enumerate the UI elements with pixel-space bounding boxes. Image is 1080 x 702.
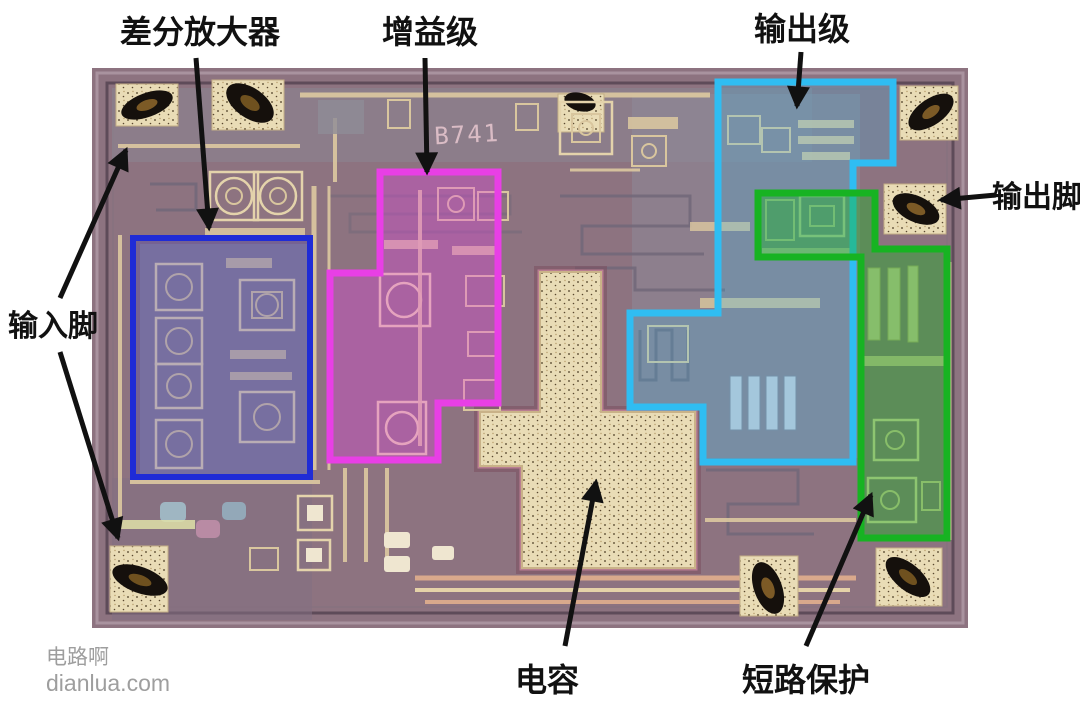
watermark-sitename: 电路啊 (46, 646, 109, 669)
short-protection-label: 短路保护 (742, 662, 870, 698)
output-stage-label: 输出级 (754, 11, 850, 47)
watermark: 电路啊 dianlua.com (46, 646, 170, 696)
diff-amp-label: 差分放大器 (120, 14, 281, 50)
input-transistor-structures (205, 170, 305, 238)
chip-marking-text: B741 (434, 119, 501, 150)
short-protection-arrow (803, 491, 874, 647)
input-pin-arrow-bottom (57, 351, 124, 542)
diff-amp-region-outline (130, 235, 313, 480)
region-overlays (130, 78, 951, 542)
output-pin-label: 输出脚 (992, 181, 1080, 214)
capacitor-label: 电容 (515, 662, 579, 698)
diff-amp-arrow (193, 57, 219, 232)
annotation-arrows (57, 51, 997, 647)
capacitor-structure (474, 266, 701, 574)
die-photo: B741 (92, 68, 968, 628)
gain-stage-arrow (415, 57, 439, 176)
short-protection-region-outline (754, 189, 951, 542)
capacitor-arrow (562, 478, 604, 647)
gain-stage-region-outline (326, 168, 502, 464)
bond-wire-blobs (112, 83, 954, 614)
output-pin-arrow (937, 186, 997, 210)
gain-stage-label: 增益级 (382, 14, 478, 50)
annotation-labels: 差分放大器 增益级 输出级 输出脚 输入脚 电容 短路保护 (8, 11, 1080, 698)
input-pin-label: 输入脚 (8, 310, 98, 343)
watermark-url: dianlua.com (46, 670, 170, 696)
output-stage-structures (318, 99, 854, 431)
output-stage-region-outline (626, 78, 897, 466)
diff-amp-structures (154, 258, 296, 470)
output-stage-arrow (786, 51, 810, 110)
bottom-left-structures (115, 494, 454, 572)
protection-structures (762, 194, 944, 524)
input-pin-arrow-top (57, 146, 129, 300)
